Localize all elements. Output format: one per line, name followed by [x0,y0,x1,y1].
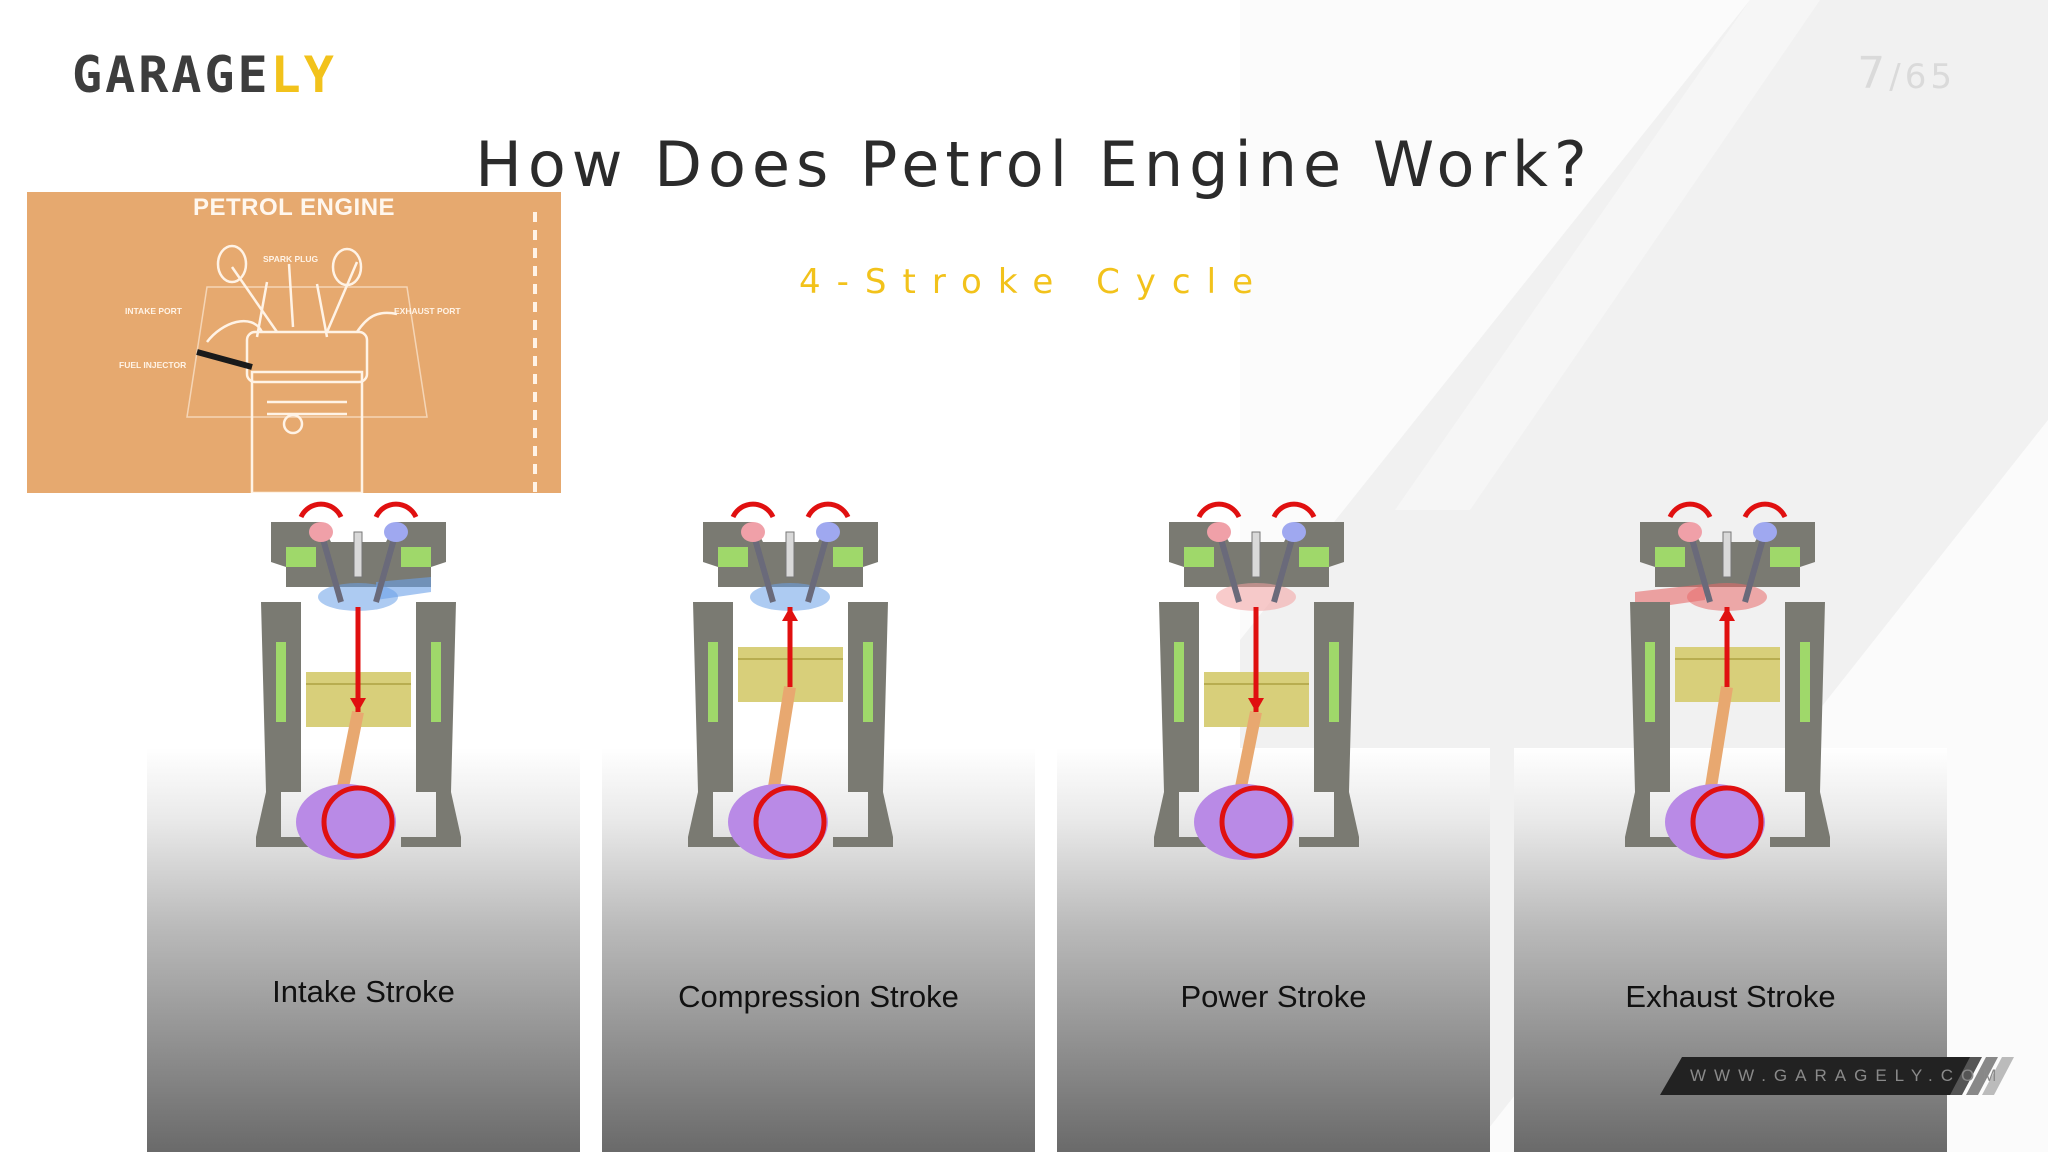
wall-coolant-right [1800,642,1810,722]
exhaust-cam [1207,522,1231,542]
engine-graphic [688,501,893,860]
arrow-head [782,607,798,621]
website-banner [1660,1057,2014,1095]
wall-coolant-left [1174,642,1184,722]
intake-valve [1271,531,1297,603]
wall-coolant-left [708,642,718,722]
slide-total: 65 [1904,57,1956,97]
crankshaft [296,784,396,860]
coolant-right [401,547,431,567]
spark-plug [353,531,363,578]
intake-cam [816,522,840,542]
petrol-engine-illustration: PETROL ENGINE SPARK PLUG INTAKE PORT EXH… [27,192,561,493]
exhaust-stroke-diagram [1625,501,1830,860]
intake-cam [1753,522,1777,542]
engine-graphic [1154,501,1359,860]
cylinder-wall-left [1154,602,1214,847]
cylinder-wall-left [1625,602,1685,847]
coolant-right [833,547,863,567]
stroke-label: Compression Stroke [678,979,959,1014]
exhaust-valve [750,531,776,603]
combustion-gas [750,583,830,611]
cam-arrow-right [373,501,419,519]
crankshaft [728,784,828,860]
cylinder-wall-left [256,602,316,847]
cam-arrow-left [1196,501,1242,519]
arrow-head [1719,607,1735,621]
intake-valve [805,531,831,603]
compression-stroke-diagram [688,501,893,860]
intake-valve [1742,531,1768,603]
spark-plug [1251,531,1261,578]
crank-rotation-arrow [1219,785,1293,859]
wall-coolant-right [431,642,441,722]
spark-plug [1722,531,1732,578]
page-subtitle: 4-Stroke Cycle [799,262,1269,302]
coolant-left [1184,547,1214,567]
cylinder-wall-left [688,602,748,847]
intake-cam [384,522,408,542]
cam-arrow-right [1271,501,1317,519]
label-exhaust-port: EXHAUST PORT [394,306,461,316]
cylinder-wall-right [833,602,893,847]
arrow-head [1248,698,1264,712]
engine-graphic [256,501,461,860]
exhaust-valve [1687,531,1713,603]
exhaust-cam [1678,522,1702,542]
exhaust-valve [318,531,344,603]
cylinder-wall-right [401,602,461,847]
crankshaft [1194,784,1294,860]
intake-stroke-diagram [256,501,461,860]
exhaust-cam [309,522,333,542]
coolant-right [1299,547,1329,567]
intake-cam [1282,522,1306,542]
cam-arrow-left [1667,501,1713,519]
crank-rotation-arrow [1690,785,1764,859]
cam-arrow-left [730,501,776,519]
slide-current: 7 [1857,48,1890,99]
spark-plug [785,531,795,578]
page-title: How Does Petrol Engine Work? [475,128,1593,201]
engine-graphic [1625,501,1830,860]
intake-valve [373,531,399,603]
exhaust-valve [1216,531,1242,603]
wall-coolant-right [1329,642,1339,722]
label-intake-port: INTAKE PORT [125,306,183,316]
wall-coolant-left [276,642,286,722]
stroke-label: Exhaust Stroke [1625,979,1836,1014]
cylinder-wall-right [1299,602,1359,847]
coolant-left [286,547,316,567]
exhaust-cam [741,522,765,542]
cam-arrow-right [1742,501,1788,519]
engine-line-drawing: SPARK PLUG INTAKE PORT EXHAUST PORT FUEL… [119,212,537,493]
combustion-gas [1216,583,1296,611]
label-fuel-injector: FUEL INJECTOR [119,360,186,370]
cam-arrow-right [805,501,851,519]
crank-rotation-arrow [753,785,827,859]
stroke-label: Intake Stroke [272,974,455,1009]
intake-flow [376,577,431,600]
cam-arrow-left [298,501,344,519]
slide-counter: 7/65 [1857,48,1956,99]
wall-coolant-right [863,642,873,722]
stroke-label: Power Stroke [1180,979,1367,1014]
cylinder-wall-right [1770,602,1830,847]
website-url[interactable]: WWW.GARAGELY.COM [1690,1066,2005,1085]
crank-rotation-arrow [321,785,395,859]
petrol-engine-title: PETROL ENGINE [192,194,396,221]
power-stroke-diagram [1154,501,1359,860]
brand-logo[interactable]: GARAGELY [72,46,337,104]
wall-coolant-left [1645,642,1655,722]
coolant-left [1655,547,1685,567]
crankshaft [1665,784,1765,860]
coolant-right [1770,547,1800,567]
arrow-head [350,698,366,712]
coolant-left [718,547,748,567]
label-spark-plug: SPARK PLUG [263,254,318,264]
